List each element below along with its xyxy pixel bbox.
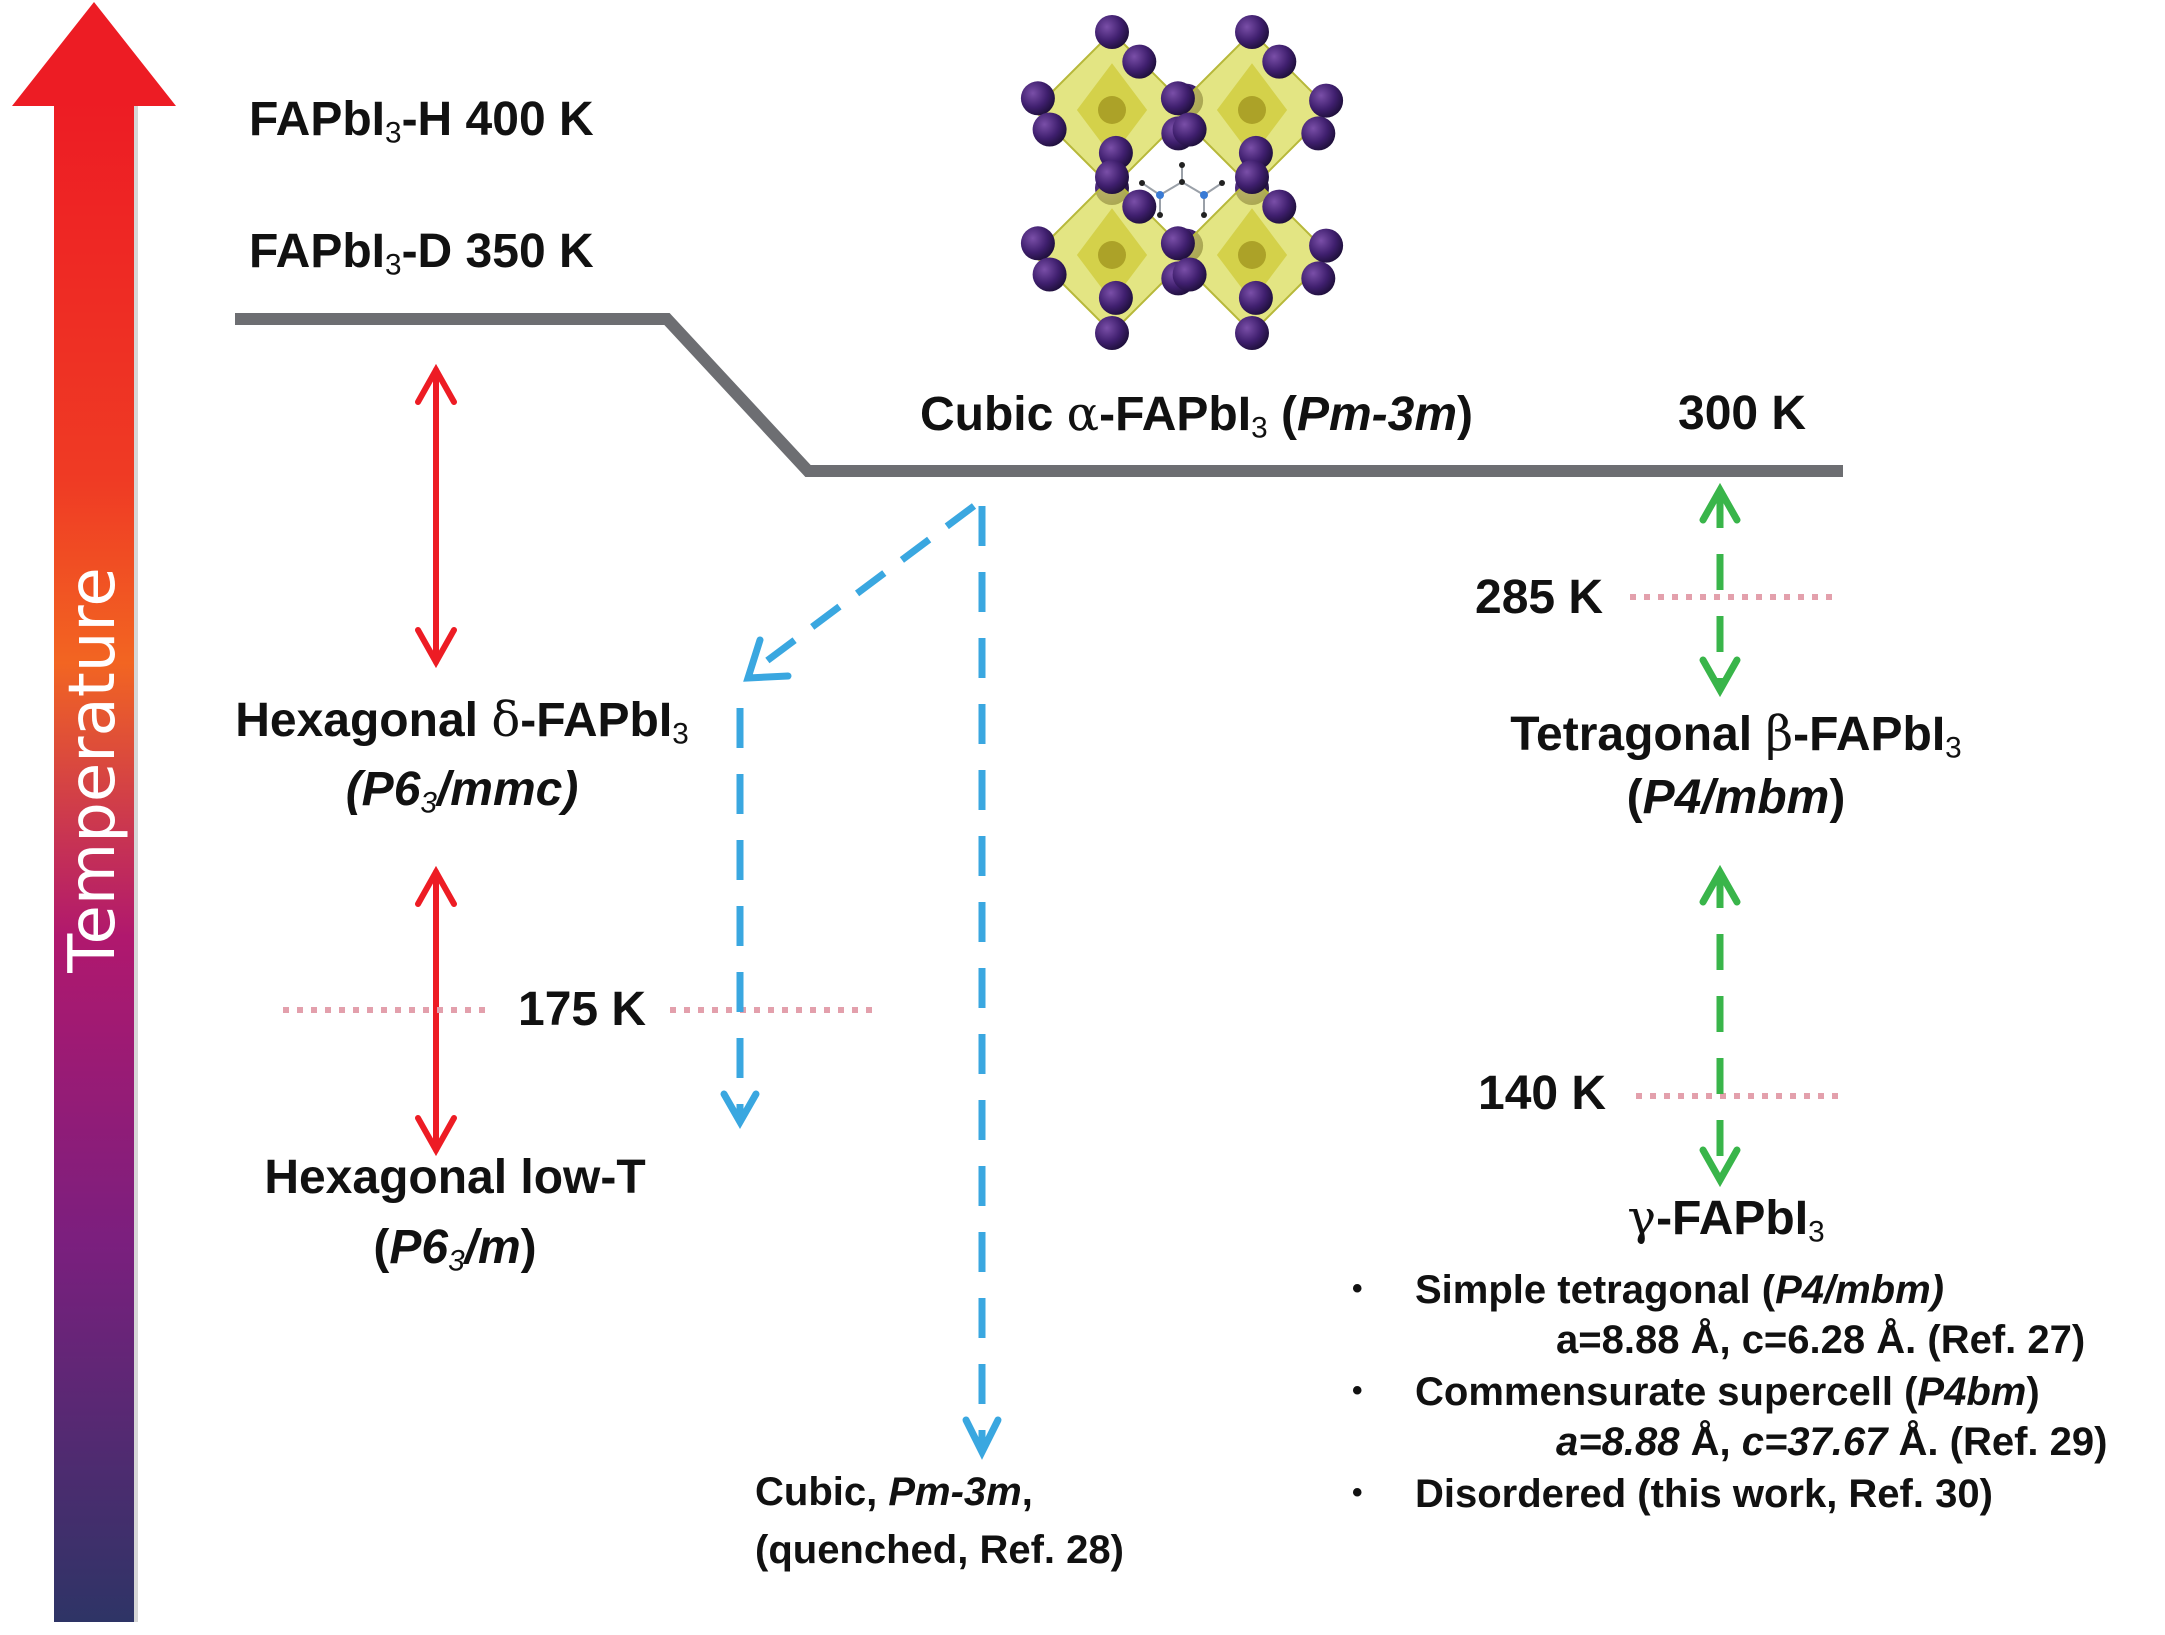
lead-atom (1098, 241, 1126, 269)
bullet-2: • (1352, 1374, 1363, 1407)
temperature-axis-label: Temperature (56, 567, 130, 973)
iodine-atom (1235, 15, 1269, 49)
iodine-atom (1122, 189, 1157, 224)
iodine-atom (1301, 116, 1336, 151)
iodine-atom (1301, 261, 1336, 296)
iodine-atom (1160, 226, 1195, 261)
iodine-atom (1238, 280, 1273, 315)
iodine-atom (1098, 280, 1133, 315)
iodine-atom (1160, 81, 1195, 116)
quench-arrow-diagonal (743, 503, 977, 682)
iodine-atom (1262, 189, 1297, 224)
lead-atom (1238, 96, 1266, 124)
variant-simple-tetragonal-params: a=8.88 Å, c=6.28 Å. (Ref. 27) (1556, 1318, 2086, 1362)
iodine-atom (1020, 81, 1055, 116)
temperature-arrow (12, 2, 176, 1622)
fa-atom (1179, 162, 1185, 168)
label-285k: 285 K (1475, 571, 1604, 624)
label-fapbi3-h-400k: FAPbI3-H 400 K (249, 93, 594, 150)
label-hexagonal-low-t-group: (P63/m) (373, 1221, 537, 1278)
label-cubic-alpha: Cubic α-FAPbI3 (Pm-3m) (920, 386, 1474, 445)
iodine-atom (1095, 316, 1129, 350)
fa-atom (1200, 191, 1208, 199)
tet-transition-arrow-upper (1699, 482, 1741, 698)
temperature-arrow-shaft (54, 100, 134, 1622)
fa-bond (1181, 181, 1205, 196)
iodine-atom (1095, 160, 1129, 194)
quench-arrow-to-delta (720, 708, 760, 1130)
iodine-atom (1020, 226, 1055, 261)
variant-disordered: Disordered (this work, Ref. 30) (1415, 1472, 1993, 1516)
fa-atom (1219, 180, 1225, 186)
fa-atom (1139, 180, 1145, 186)
fa-atom (1201, 212, 1207, 218)
iodine-atom (1095, 15, 1129, 49)
label-tetragonal-beta-group: (P4/mbm) (1626, 771, 1846, 824)
label-gamma-fapbi3: γ-FAPbI3 (1627, 1190, 1825, 1249)
iodine-atom (1172, 112, 1207, 147)
tet-transition-arrow-lower (1699, 864, 1741, 1188)
hex-transition-arrow-lower (415, 865, 457, 1157)
label-quenched-cubic: Cubic, Pm-3m, (755, 1470, 1033, 1514)
iodine-atom (1235, 316, 1269, 350)
label-fapbi3-d-350k: FAPbI3-D 350 K (249, 225, 594, 282)
iodine-atom (1235, 160, 1269, 194)
quench-arrow-to-cubic (962, 506, 1002, 1460)
variant-commensurate-supercell-params: a=8.88 Å, c=37.67 Å. (Ref. 29) (1556, 1420, 2108, 1464)
label-tetragonal-beta: Tetragonal β-FAPbI3 (1510, 706, 1962, 765)
label-quenched-ref: (quenched, Ref. 28) (755, 1528, 1124, 1572)
label-300k: 300 K (1678, 387, 1807, 440)
variant-commensurate-supercell: Commensurate supercell (P4bm) (1415, 1370, 2040, 1414)
iodine-atom (1032, 112, 1067, 147)
iodine-atom (1309, 83, 1344, 118)
fa-bond (1159, 181, 1183, 196)
iodine-atom (1032, 257, 1067, 292)
label-hexagonal-delta: Hexagonal δ-FAPbI3 (235, 692, 689, 751)
temperature-arrow-head (12, 2, 176, 106)
phase-level-line (235, 313, 1843, 477)
label-hexagonal-low-t: Hexagonal low-T (264, 1151, 646, 1204)
iodine-atom (1122, 44, 1157, 79)
fa-atom (1157, 212, 1163, 218)
iodine-atom (1262, 44, 1297, 79)
variant-simple-tetragonal: Simple tetragonal (P4/mbm) (1415, 1268, 1944, 1312)
lead-atom (1238, 241, 1266, 269)
hex-transition-arrow-upper (415, 363, 457, 669)
label-140k: 140 K (1478, 1067, 1607, 1120)
fa-atom (1156, 191, 1164, 199)
label-175k: 175 K (518, 983, 647, 1036)
crystal-structure-image (1020, 15, 1344, 350)
fa-atom (1179, 179, 1185, 185)
iodine-atom (1309, 228, 1344, 263)
bullet-3: • (1352, 1476, 1363, 1509)
bullet-1: • (1352, 1272, 1363, 1305)
label-hexagonal-delta-group: (P63/mmc) (345, 763, 579, 820)
lead-atom (1098, 96, 1126, 124)
iodine-atom (1172, 257, 1207, 292)
